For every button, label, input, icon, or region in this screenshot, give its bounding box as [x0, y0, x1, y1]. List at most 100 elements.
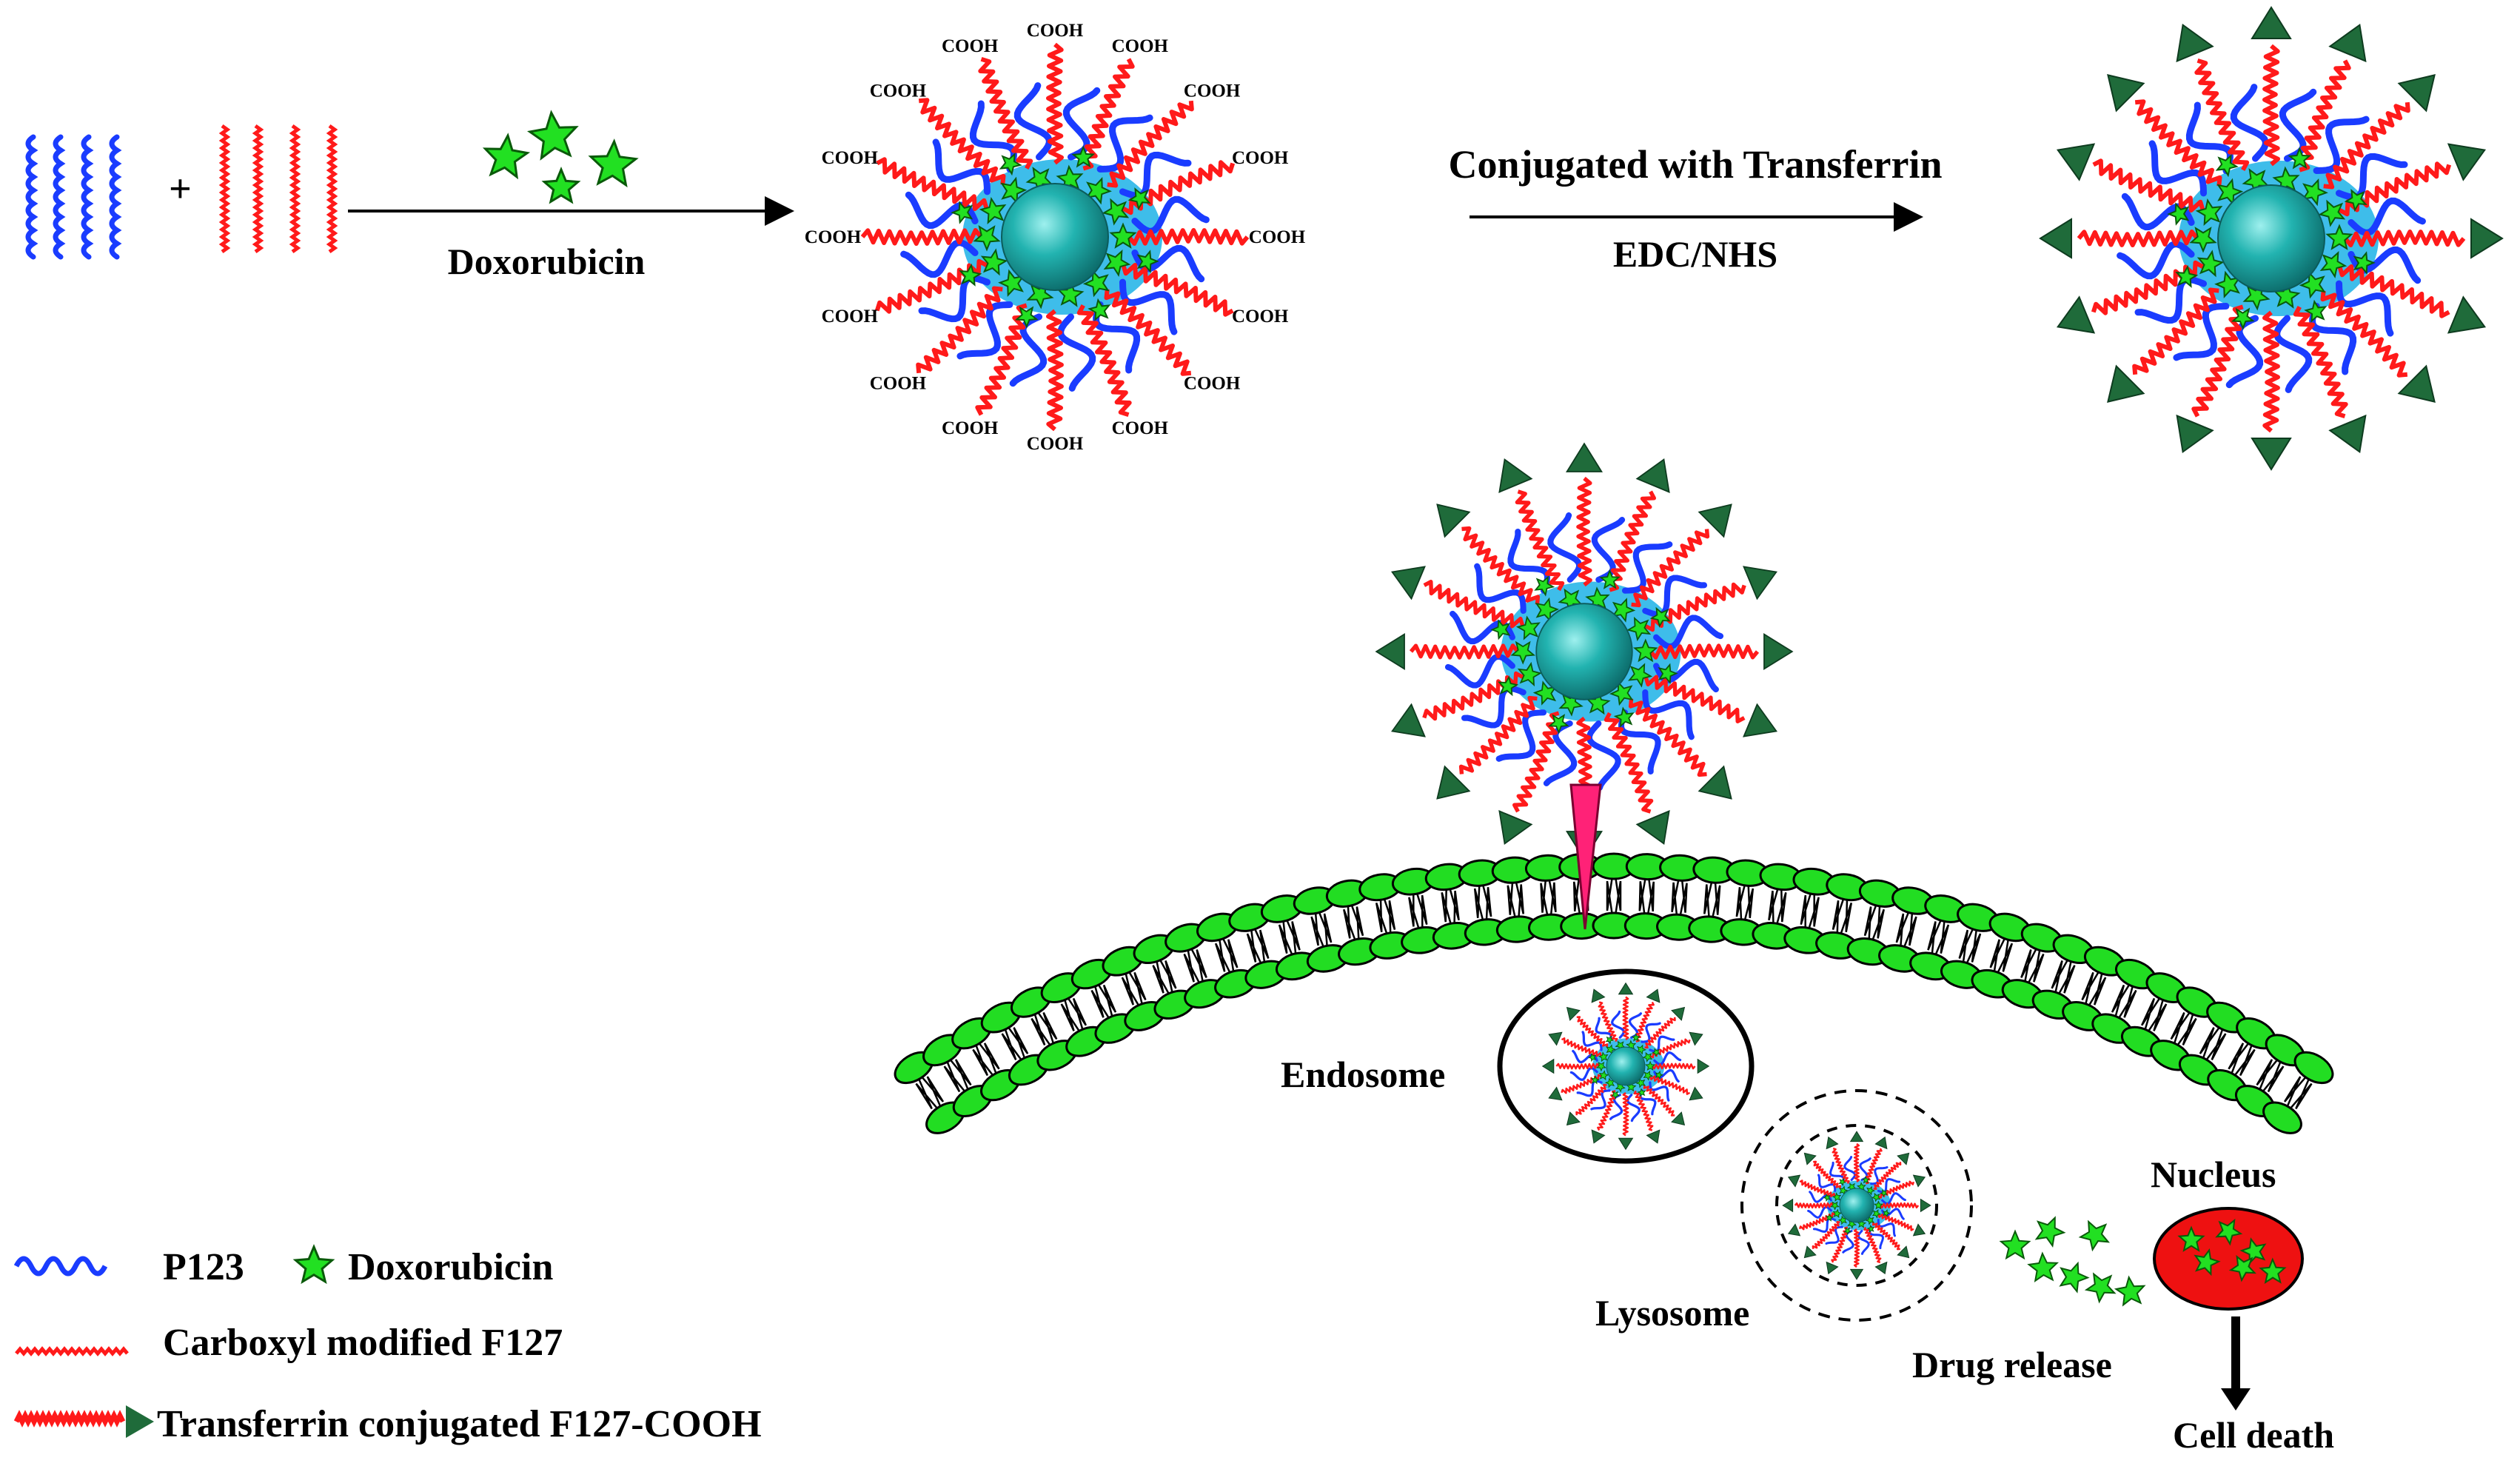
- p123-chain: [2117, 241, 2195, 280]
- doxorubicin-star: [1510, 640, 1536, 665]
- lipid-tail: [1375, 887, 1392, 946]
- p123-chain: [1547, 512, 1583, 583]
- micelle-core: [2217, 184, 2325, 292]
- cooh-label: COOH: [1112, 418, 1169, 438]
- transferrin-ligand: [1591, 1129, 1606, 1144]
- doxorubicin-star: [2288, 147, 2312, 170]
- p123-chain: [109, 134, 122, 260]
- f127-chain: [1643, 675, 1746, 723]
- legend-carboxyl-f127: Carboxyl modified F127: [163, 1322, 563, 1364]
- lipid-tail: [1863, 893, 1882, 952]
- doxorubicin-star: [1598, 1051, 1609, 1063]
- transferrin-ligand: [1697, 1058, 1710, 1074]
- f127-chain: [1104, 289, 1192, 376]
- cell-death-label: Cell death: [2173, 1414, 2334, 1456]
- lipid-tail: [1895, 900, 1914, 959]
- p123-chain: [2273, 315, 2313, 393]
- transferrin-ligand: [2176, 23, 2214, 63]
- doxorubicin-star: [1136, 250, 1159, 273]
- doxorubicin-star: [2078, 1219, 2111, 1252]
- f127-chain: [1461, 526, 1541, 605]
- f127-chain: [1512, 711, 1561, 813]
- f127-chain: [1649, 643, 1760, 660]
- transferrin-ligand: [1498, 810, 1533, 845]
- lipid-tail: [1768, 877, 1783, 936]
- doxorubicin-star: [979, 197, 1007, 224]
- f127-chain: [326, 124, 338, 254]
- doxorubicin-star: [1609, 680, 1634, 706]
- transferrin-ligand: [1391, 566, 1426, 600]
- lipid-tail: [1153, 948, 1177, 1005]
- lipid-tail: [1927, 908, 1947, 966]
- lipid-tail: [1606, 866, 1615, 926]
- p123-chain: [900, 239, 979, 278]
- f127-chain: [2337, 264, 2450, 318]
- transferrin-ligand: [2176, 414, 2214, 454]
- p123-chain: [1586, 720, 1621, 792]
- transferrin-ligand: [1565, 442, 1604, 472]
- transferrin-ligand: [1743, 703, 1777, 737]
- cooh-label: COOH: [1184, 81, 1241, 101]
- doxorubicin-star: [1637, 1088, 1646, 1097]
- doxorubicin-star: [2259, 1257, 2287, 1285]
- doxorubicin-star: [1517, 661, 1542, 687]
- lysosome: [1740, 1089, 1973, 1322]
- lipid-tail: [1030, 1002, 1059, 1057]
- doxorubicin-star: [1861, 1176, 1870, 1184]
- lipid-tail: [1638, 866, 1649, 926]
- cooh-label: COOH: [1232, 148, 1289, 168]
- f127-chain: [218, 124, 231, 254]
- lipid-tail: [2254, 1049, 2286, 1102]
- cooh-label: COOH: [1027, 21, 1084, 41]
- transferrin-ligand: [2447, 143, 2487, 181]
- lipid-tail: [1960, 917, 1982, 975]
- doxorubicin-star: [2299, 271, 2326, 299]
- legend-p123: P123: [163, 1246, 244, 1288]
- transferrin-ligand: [2251, 6, 2292, 39]
- f127-chain: [2297, 59, 2351, 173]
- f127-chain: [978, 56, 1033, 170]
- legend-transferrin-f127: Transferrin conjugated F127-COOH: [157, 1403, 762, 1445]
- nucleus-label: Nucleus: [2151, 1154, 2276, 1195]
- doxorubicin-star: [1535, 597, 1560, 623]
- doxorubicin-star: [1874, 1200, 1883, 1210]
- lipid-tail: [1832, 886, 1849, 946]
- f127-chain: [1799, 1179, 1836, 1198]
- doxorubicin-stars: [482, 110, 639, 204]
- doxorubicin-star: [1655, 1070, 1664, 1080]
- lipid-tail: [2051, 948, 2076, 1005]
- doxorubicin-star: [2231, 307, 2255, 330]
- lipid-head: [2262, 1101, 2302, 1134]
- f127-chain: [1877, 1213, 1914, 1231]
- transferrin-ligand: [1782, 1198, 1794, 1213]
- lipid-tail: [1310, 900, 1330, 959]
- lipid-tail: [2226, 1033, 2257, 1086]
- transferrin-ligand: [1566, 1111, 1581, 1126]
- f127-chain: [1576, 1016, 1609, 1048]
- lipid-tail: [1281, 908, 1301, 966]
- transferrin-ligand: [1646, 988, 1661, 1003]
- lipid-tail: [1898, 900, 1917, 959]
- cooh-label: COOH: [1249, 227, 1306, 247]
- doxorubicin-star: [2175, 264, 2199, 288]
- lipid-tail: [1772, 877, 1787, 937]
- transferrin-ligand: [2328, 414, 2367, 454]
- f127-chain: [1046, 309, 1064, 432]
- p123-chain: [2230, 84, 2269, 162]
- f127-chain: [2320, 290, 2408, 378]
- lipid-tail: [2022, 937, 2045, 994]
- f127-chain: [1555, 1063, 1600, 1070]
- lipid-tail: [1991, 927, 2014, 985]
- nucleus-drug: [2177, 1218, 2287, 1285]
- lipid-tail: [1989, 926, 2011, 984]
- cooh-label: COOH: [822, 148, 879, 168]
- doxorubicin-star: [1826, 1214, 1834, 1222]
- doxorubicin-star: [1883, 1209, 1891, 1218]
- lipid-tail: [1958, 917, 1980, 975]
- lipid-tail: [2082, 960, 2107, 1017]
- lipid-tail: [1507, 870, 1519, 930]
- doxorubicin-star: [1830, 1201, 1840, 1211]
- doxorubicin-star: [1999, 1229, 2031, 1260]
- transferrin-ligand: [1566, 1006, 1581, 1021]
- lipid-tail: [1836, 887, 1853, 946]
